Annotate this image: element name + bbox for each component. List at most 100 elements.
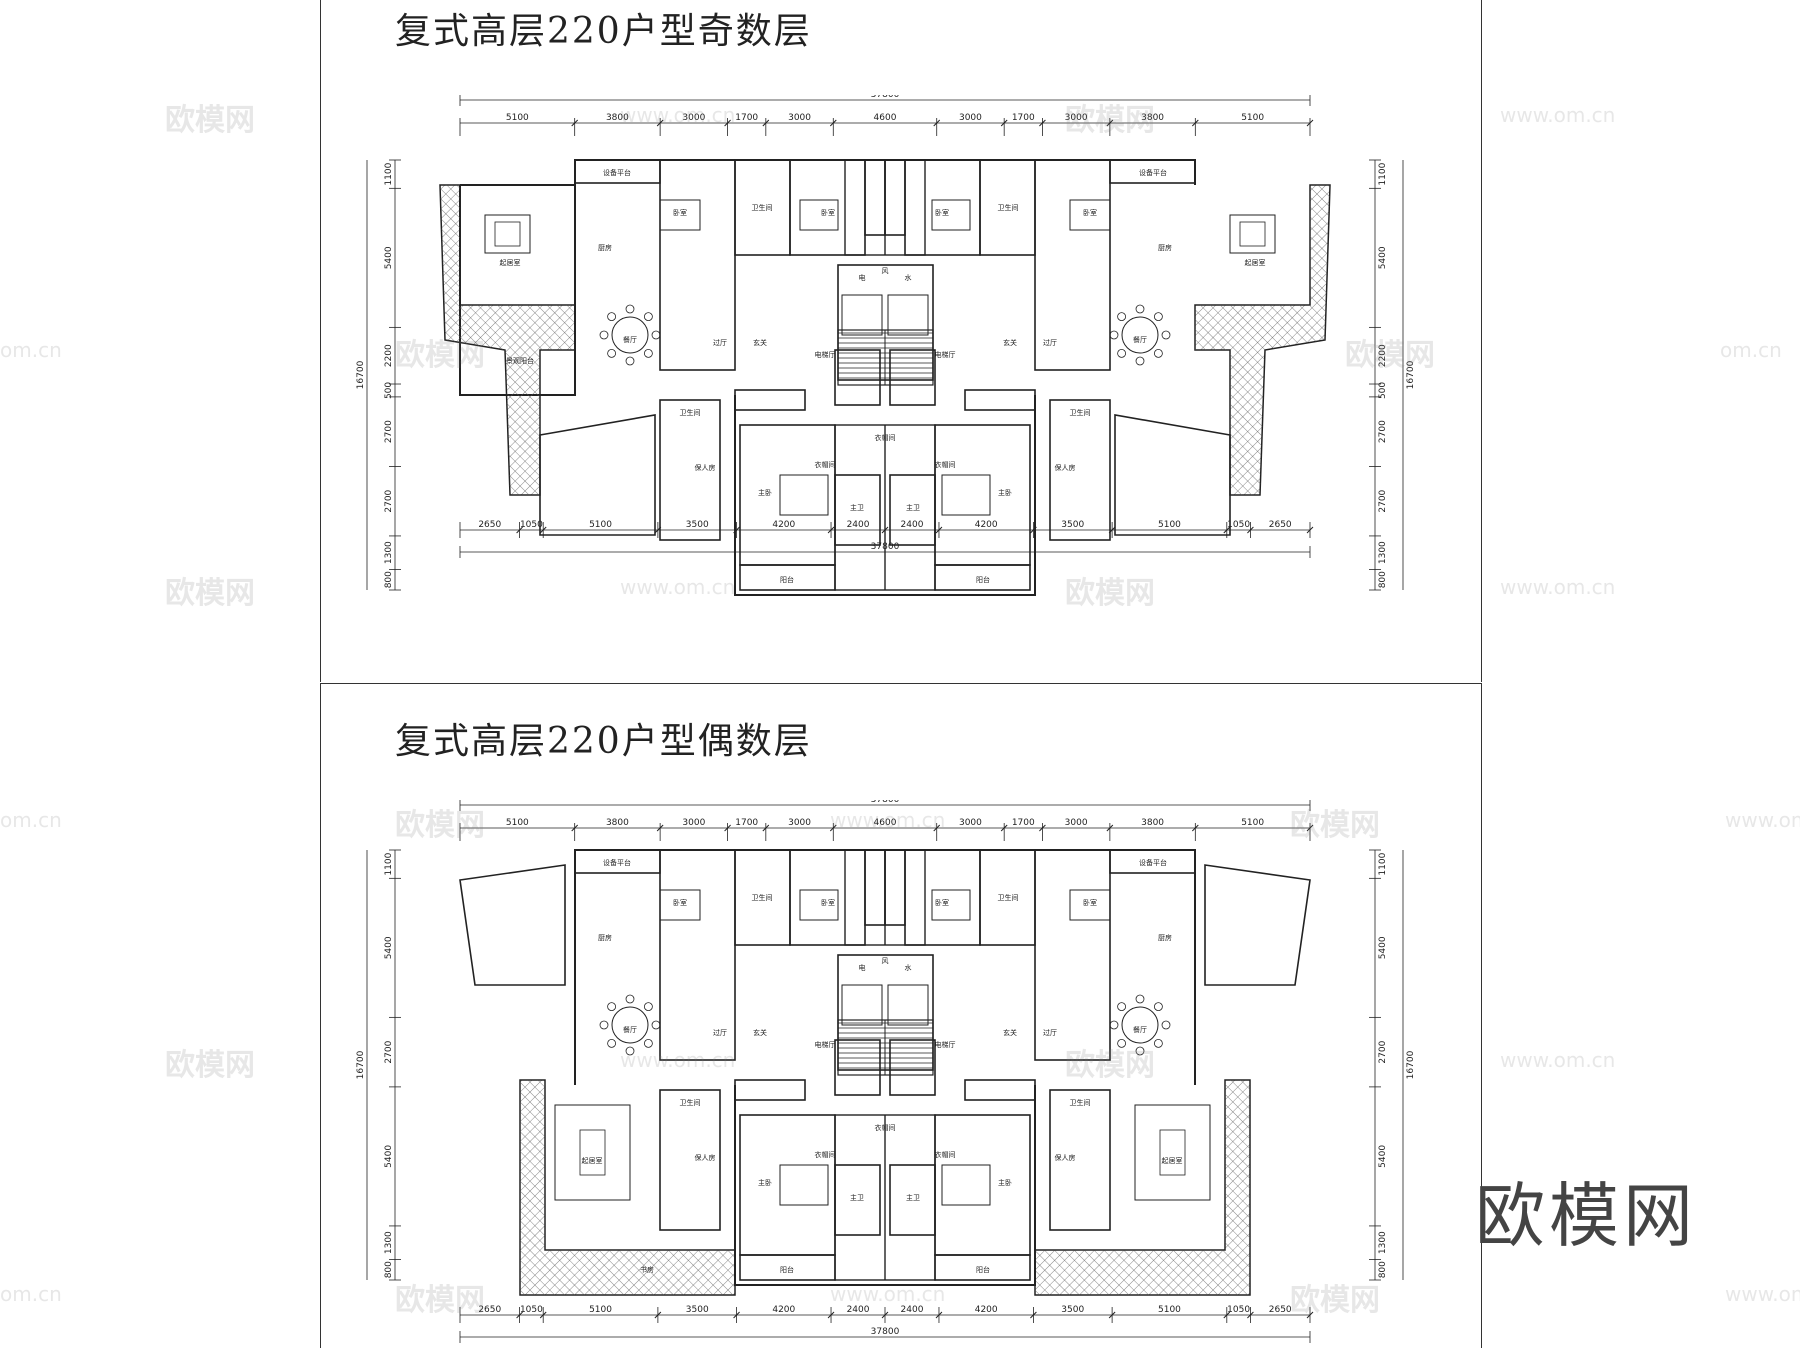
bed-icon [931,889,971,921]
dim-bottom-label: 1050 [1227,520,1250,530]
dim-top-label: 3800 [1141,818,1164,828]
dim-top-slash [1191,824,1199,832]
dim-right-label: 800 [1378,1261,1388,1278]
dim-bottom-label: 2400 [901,1305,924,1315]
void-upper-right [1204,864,1311,986]
dim-bottom-label: 3500 [686,520,709,530]
dim-bottom-label: 2650 [478,1305,501,1315]
dim-top-label: 3000 [682,113,705,123]
dim-left-label: 1300 [384,1231,394,1254]
dim-top-label: 1700 [1012,818,1035,828]
dim-bottom-label: 5100 [1158,1305,1181,1315]
dim-top-slash [1191,119,1199,127]
master-bedroom [934,424,1031,566]
label-living: 起居室 [1245,258,1266,267]
chair-icon [643,348,653,358]
dim-left-label: 1100 [384,852,394,875]
label-bath: 卫生间 [680,1098,701,1107]
dim-bottom-slash [1306,526,1314,534]
dim-left-label: 5400 [384,1145,394,1168]
void-lower-right [1114,414,1231,536]
chair-icon [1117,312,1127,322]
brand-logo: 欧模网 [1475,1175,1697,1257]
bedroom-block [659,849,736,1061]
dining-table-icon [1121,1006,1159,1044]
hatched-balcony [1035,1080,1250,1295]
label-kitchen: 厨房 [598,933,612,942]
chair-icon [625,304,635,314]
dim-right-label: 1300 [1378,541,1388,564]
label-master-bath: 主卫 [906,1193,920,1202]
dim-bottom-label: 1050 [520,520,543,530]
wardrobe-block [734,1079,806,1101]
dim-bottom-label: 2650 [1269,1305,1292,1315]
dim-top-label: 5100 [1241,818,1264,828]
bed-icon [941,1164,991,1206]
master-bedroom [739,1114,836,1256]
bedroom-block [1034,159,1111,371]
coffee-table-icon [1239,221,1266,247]
label-dining: 餐厅 [623,1025,637,1034]
dim-bottom-label: 4200 [975,520,998,530]
dim-total-top-label: 37800 [871,800,900,805]
dim-bottom-slash [539,1311,547,1319]
dim-top-label: 3800 [606,113,629,123]
label-elevator: 电 [859,963,866,972]
hatched-balcony [1195,185,1330,495]
sofa-icon [1229,214,1276,254]
label-water: 水 [905,273,912,282]
dim-left-label: 1100 [384,162,394,185]
bed-icon [659,199,701,231]
dim-top-slash [1106,824,1114,832]
dim-top-label: 3000 [788,818,811,828]
dim-top-slash [571,824,579,832]
bed-icon [1069,889,1111,921]
coffee-table-icon [494,221,521,247]
label-maid-room: 保人房 [695,463,716,472]
dim-right-total-label: 16700 [1406,1050,1416,1079]
dim-top-slash [1000,824,1008,832]
label-closet: 衣帽间 [875,1123,896,1132]
chair-icon [643,1002,653,1012]
dim-right-label: 2200 [1378,344,1388,367]
dim-right-label: 2700 [1378,489,1388,512]
dim-right-total-label: 16700 [1406,360,1416,389]
label-dining: 餐厅 [1133,335,1147,344]
shaft-block [864,159,886,236]
label-elevator-hall: 电梯厅 [815,350,836,359]
dim-bottom-label: 4200 [772,1305,795,1315]
maid-room-block [659,399,721,541]
elevator-car-icon [887,294,929,336]
dining-table-icon [611,316,649,354]
dim-top-label: 1700 [1012,113,1035,123]
label-living: 起居室 [500,258,521,267]
shaft-block [889,1039,936,1096]
wardrobe-block [964,389,1036,411]
dining-table-icon [611,1006,649,1044]
void-upper-left [459,864,566,986]
label-bath: 卫生间 [1070,1098,1091,1107]
dim-bottom-slash [1108,1311,1116,1319]
dim-bottom-label: 5100 [1158,520,1181,530]
dim-bottom-slash [516,1311,523,1319]
label-service-deck: 设备平台 [1139,858,1167,867]
coffee-table-icon [1159,1129,1186,1176]
label-bedroom: 卧室 [673,208,687,217]
chair-icon [651,330,661,340]
dim-left-label: 2200 [384,344,394,367]
elevator-car-icon [841,294,883,336]
chair-icon [607,1038,617,1048]
label-corridor: 过厅 [713,1028,727,1037]
chair-icon [1153,312,1163,322]
dim-top-label: 3000 [1065,113,1088,123]
chair-icon [1117,1002,1127,1012]
label-kitchen: 厨房 [598,243,612,252]
dim-total-bottom-label: 37800 [871,1327,900,1337]
dim-bottom-slash [1223,1311,1231,1319]
bed-icon [931,199,971,231]
bed-icon [799,199,839,231]
dim-top-label: 3800 [1141,113,1164,123]
dim-top-slash [1039,824,1046,832]
